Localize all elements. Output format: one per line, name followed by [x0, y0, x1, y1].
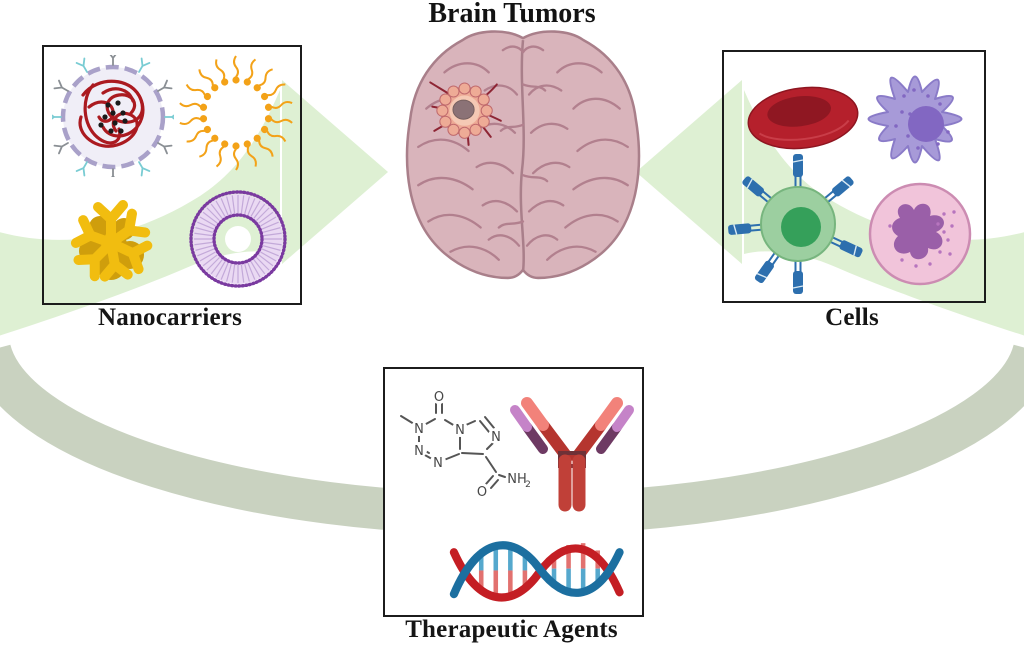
brain-central-fissure	[519, 40, 525, 273]
red-blood-cell-icon	[747, 86, 859, 150]
micelle-icon	[179, 55, 293, 171]
therapeutic-agents-label: Therapeutic Agents	[405, 616, 618, 643]
temozolomide-structure-icon: O N N N N N O NH 2	[400, 388, 531, 500]
right-arrowhead	[636, 80, 742, 264]
svg-text:NH: NH	[507, 472, 527, 487]
car-t-cell-icon	[728, 154, 863, 294]
cells-label: Cells	[825, 304, 879, 331]
tumor-core	[452, 99, 475, 120]
dendritic-cell-nucleus	[908, 106, 944, 142]
car-receptors	[728, 154, 863, 294]
svg-text:N: N	[433, 456, 443, 471]
dna-strand-blue	[449, 541, 624, 599]
nanocarriers-label: Nanocarriers	[97, 304, 242, 331]
left-arrowhead	[282, 80, 388, 264]
right-arrow-band	[744, 90, 1024, 336]
neutrophil-granules	[888, 210, 956, 268]
car-t-cell-nucleus	[781, 207, 821, 247]
nanocarriers-panel	[42, 45, 302, 305]
dna-helix-icon	[449, 541, 624, 602]
dendritic-cell-icon	[867, 75, 963, 164]
page-title: Brain Tumors	[428, 0, 596, 29]
neutrophil-nucleus	[892, 203, 944, 260]
polymeric-nanoparticle-icon	[52, 55, 174, 177]
antibody-icon	[510, 397, 634, 512]
brain-gyri-lines	[417, 45, 629, 261]
svg-text:N: N	[455, 423, 465, 438]
svg-text:2: 2	[525, 480, 531, 490]
therapeutic-agents-panel: O N N N N N O NH 2	[383, 367, 644, 617]
liposome-icon	[189, 190, 287, 288]
svg-text:N: N	[491, 430, 501, 445]
micelle-lipids	[179, 55, 293, 171]
tumor-scalloped-rim	[436, 82, 493, 139]
cells-panel	[722, 50, 986, 303]
svg-text:O: O	[477, 485, 487, 500]
brain-top-view-icon	[405, 30, 641, 280]
dendrimer-icon	[70, 200, 153, 282]
liposome-tails	[194, 195, 282, 283]
svg-text:N: N	[414, 422, 424, 437]
drug-dots	[98, 100, 128, 134]
neutrophil-icon	[868, 182, 972, 286]
dendritic-cell-granules	[894, 88, 950, 150]
left-arrow-band	[0, 90, 280, 336]
atom-labels: O N N N N N O NH 2	[411, 388, 531, 500]
svg-text:O: O	[434, 390, 444, 405]
svg-text:N: N	[414, 444, 424, 459]
tumor-lesion	[429, 81, 502, 146]
surface-ligands	[52, 55, 174, 177]
brain-illustration	[392, 24, 654, 291]
